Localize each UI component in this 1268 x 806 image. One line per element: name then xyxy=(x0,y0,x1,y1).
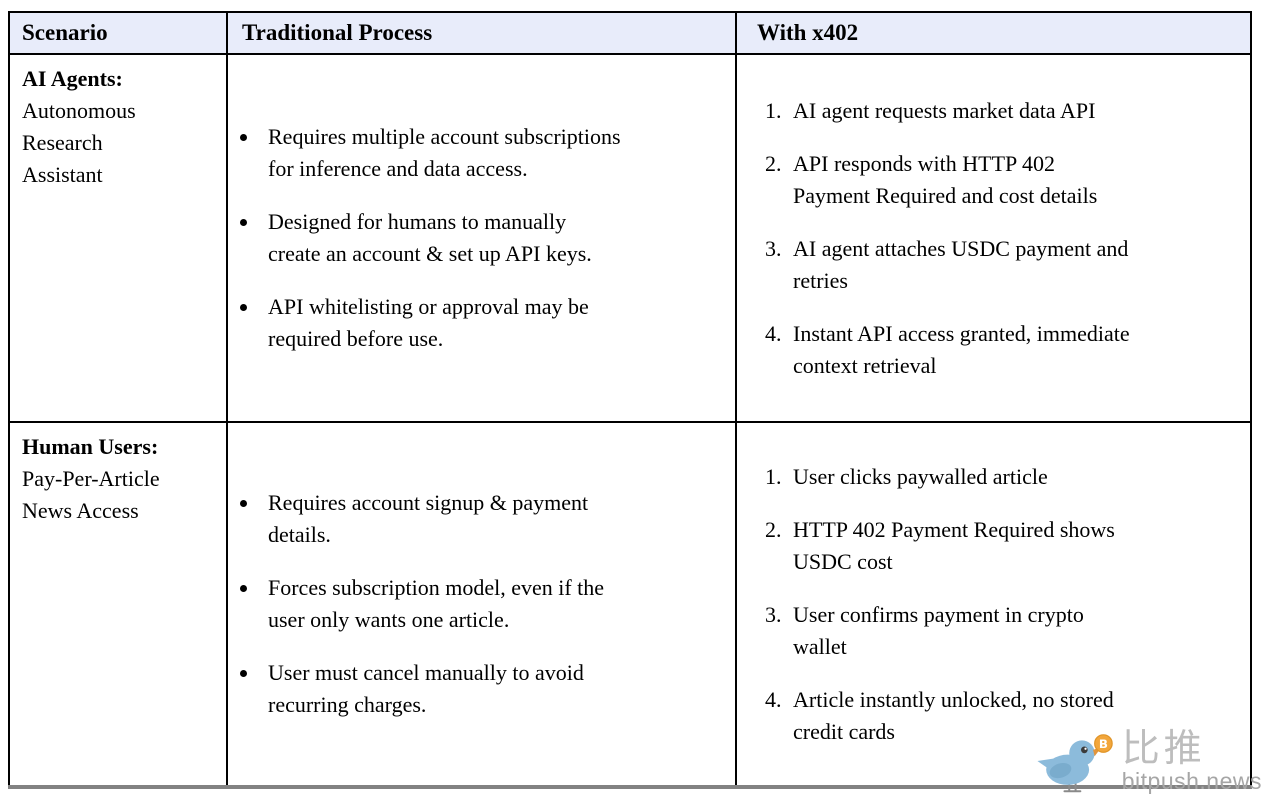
list-item: User confirms payment in crypto wallet xyxy=(787,599,1245,663)
x402-numbered-list: AI agent requests market data API API res… xyxy=(751,95,1249,382)
scenario-subtitle: Autonomous Research Assistant xyxy=(22,98,136,187)
x402-numbered-list: User clicks paywalled articleHTTP 402 Pa… xyxy=(751,461,1249,748)
list-item: AI agent attaches USDC payment and retri… xyxy=(787,233,1245,297)
list-item: Instant API access granted, immediate co… xyxy=(787,318,1245,382)
list-item: Designed for humans to manually create a… xyxy=(260,206,730,270)
traditional-process-cell: Requires multiple account subscriptions … xyxy=(226,53,737,423)
scenario-cell: AI Agents: Autonomous Research Assistant xyxy=(8,53,228,423)
scenario-subtitle: Pay-Per-Article News Access xyxy=(22,466,160,523)
list-item: Forces subscription model, even if the u… xyxy=(260,572,730,636)
with-x402-cell: AI agent requests market data API API res… xyxy=(735,53,1252,423)
scenario-title: AI Agents: xyxy=(22,66,123,91)
column-header-with-x402: With x402 xyxy=(735,11,1252,55)
list-item: Requires multiple account subscriptions … xyxy=(260,121,730,185)
table-row-ai-agents: AI Agents: Autonomous Research Assistant… xyxy=(8,53,1252,423)
list-item: User must cancel manually to avoid recur… xyxy=(260,657,730,721)
traditional-bullet-list: Requires account signup & payment detail… xyxy=(232,487,734,721)
traditional-bullet-list: Requires multiple account subscriptions … xyxy=(232,121,734,355)
list-item: User clicks paywalled article xyxy=(787,461,1245,493)
scenario-title: Human Users: xyxy=(22,434,159,459)
table-row-human-users: Human Users: Pay-Per-Article News Access… xyxy=(8,421,1252,789)
with-x402-cell: User clicks paywalled articleHTTP 402 Pa… xyxy=(735,421,1252,789)
list-item: API whitelisting or approval may be requ… xyxy=(260,291,730,355)
list-item: Article instantly unlocked, no stored cr… xyxy=(787,684,1245,748)
scenario-cell: Human Users: Pay-Per-Article News Access xyxy=(8,421,228,789)
comparison-table: Scenario Traditional Process With x402 A… xyxy=(8,11,1252,789)
column-header-traditional-process: Traditional Process xyxy=(226,11,737,55)
list-item: API responds with HTTP 402 Payment Requi… xyxy=(787,148,1245,212)
traditional-process-cell: Requires account signup & payment detail… xyxy=(226,421,737,789)
header-row: Scenario Traditional Process With x402 xyxy=(8,11,1252,55)
column-header-scenario: Scenario xyxy=(8,11,228,55)
list-item: Requires account signup & payment detail… xyxy=(260,487,730,551)
list-item: HTTP 402 Payment Required shows USDC cos… xyxy=(787,514,1245,578)
list-item: AI agent requests market data API xyxy=(787,95,1245,127)
